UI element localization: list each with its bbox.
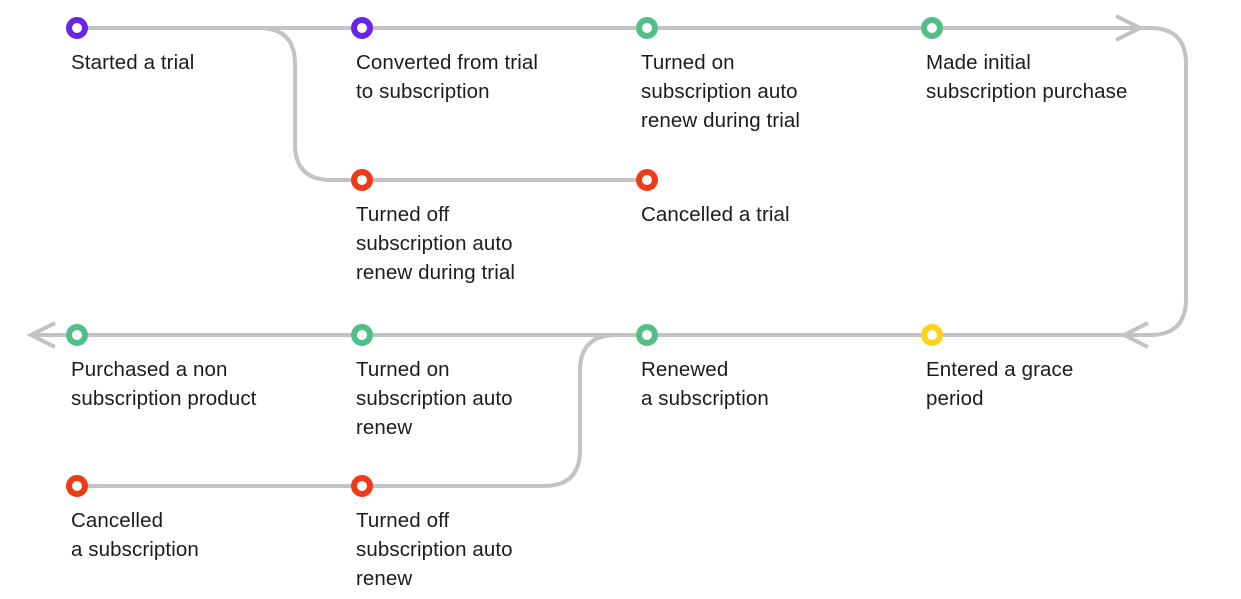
node-label-auto-renew-off-trial: Turned off subscription auto renew durin… (356, 203, 516, 284)
node-dot-auto-renew-off (351, 475, 373, 497)
node-label-auto-renew-off: Turned off subscription auto renew (356, 509, 513, 590)
node-label-cancelled-a-trial: Cancelled a trial (641, 203, 790, 226)
node-dot-initial-purchase (921, 17, 943, 39)
node-dot-auto-renew-on-trial (636, 17, 658, 39)
node-dot-cancelled-a-trial (636, 169, 658, 191)
node-label-initial-purchase: Made initial subscription purchase (926, 51, 1128, 103)
arrowhead-wrap-bottom-left-icon (1119, 321, 1149, 349)
node-label-entered-grace-period: Entered a grace period (926, 358, 1074, 410)
node-label-renewed-a-subscription: Renewed a subscription (641, 358, 769, 410)
node-dot-cancelled-a-subscription (66, 475, 88, 497)
node-label-cancelled-a-subscription: Cancelled a subscription (71, 509, 199, 561)
node-dot-started-a-trial (66, 17, 88, 39)
node-label-auto-renew-on-trial: Turned on subscription auto renew during… (641, 51, 801, 132)
node-dot-auto-renew-on (351, 324, 373, 346)
node-dot-renewed-a-subscription (636, 324, 658, 346)
node-label-converted-from-trial: Converted from trial to subscription (356, 51, 539, 103)
node-label-auto-renew-on: Turned on subscription auto renew (356, 358, 513, 439)
node-label-started-a-trial: Started a trial (71, 51, 195, 74)
node-dot-converted-from-trial (351, 17, 373, 39)
arrowhead-wrap-top-right-icon (1115, 14, 1145, 42)
node-dot-purchased-non-sub (66, 324, 88, 346)
node-dot-entered-grace-period (921, 324, 943, 346)
node-label-purchased-non-sub: Purchased a non subscription product (71, 358, 257, 410)
node-dot-auto-renew-off-trial (351, 169, 373, 191)
arrowhead-exit-left-icon (26, 321, 56, 349)
